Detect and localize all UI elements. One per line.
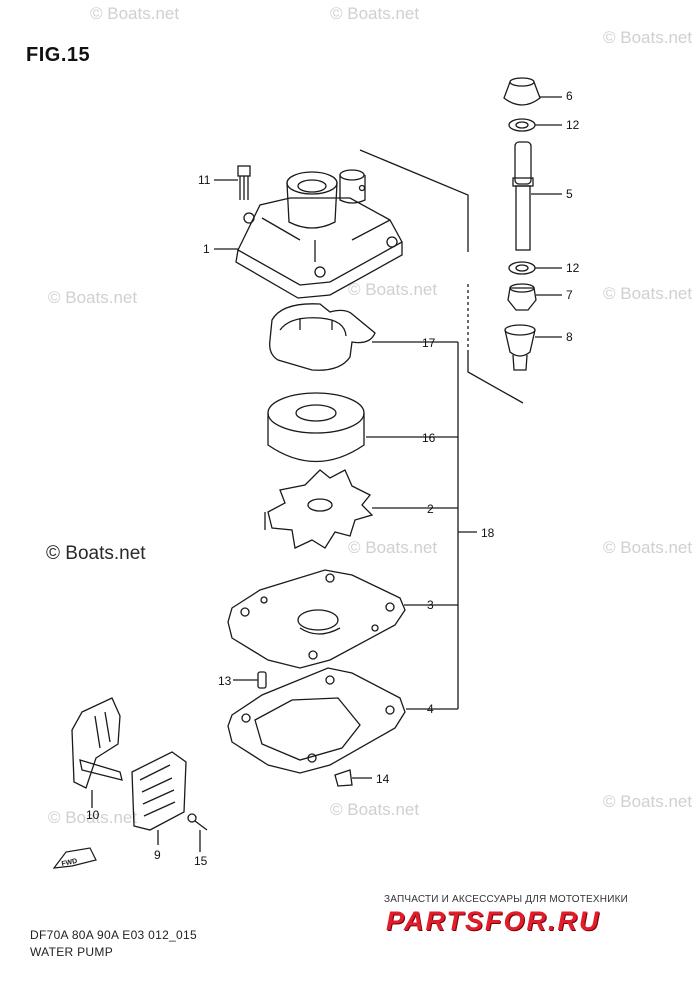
part-number: 4 [427, 702, 434, 716]
part-number: 12 [566, 261, 580, 275]
watermark: © Boats.net [48, 808, 138, 827]
grommet-top-part [503, 77, 541, 106]
part-number: 5 [566, 187, 573, 201]
plate-part [227, 569, 406, 669]
water-tube-part [512, 141, 534, 251]
figure-title: FIG.15 [26, 44, 91, 66]
pump-housing-part [235, 169, 403, 299]
gasket-part [227, 667, 406, 774]
screw-part [187, 813, 208, 831]
brand-tagline: ЗАПЧАСТИ И АКСЕССУАРЫ ДЛЯ МОТОТЕХНИКИ [384, 894, 629, 905]
watermark: © Boats.net [603, 28, 693, 47]
part-number: 8 [566, 330, 573, 344]
assembly-bracket-line [359, 149, 469, 252]
part-number: 10 [86, 808, 100, 822]
footer-code: DF70A 80A 90A E03 012_015 [30, 928, 197, 942]
seal-ring-part [508, 261, 536, 275]
watermark: © Boats.net [330, 800, 420, 819]
watermark: © Boats.net [348, 538, 438, 557]
part-number: 16 [422, 431, 436, 445]
impeller-part [264, 469, 374, 549]
part-number: 18 [481, 526, 495, 540]
part-number: 11 [198, 173, 211, 187]
part-number: 17 [422, 336, 436, 350]
grommet-lower-part [507, 283, 537, 311]
part-number: 3 [427, 598, 434, 612]
watermark: © Boats.net [348, 280, 438, 299]
footer-name: WATER PUMP [30, 945, 113, 959]
watermark: © Boats.net [90, 4, 180, 23]
watermark: © Boats.net [330, 4, 420, 23]
sleeve-part [504, 324, 536, 371]
seal-ring-part [508, 118, 536, 132]
fwd-arrow-icon [52, 847, 97, 869]
watermark: © Boats.net [603, 538, 693, 557]
fwd-label: FWD [61, 858, 78, 868]
part-number: 15 [194, 854, 208, 868]
part-number: 6 [566, 89, 573, 103]
part-number: 12 [566, 118, 580, 132]
impeller-housing-part [267, 392, 365, 463]
part-number: 2 [427, 502, 434, 516]
key-part [334, 769, 353, 787]
watermark: © Boats.net [603, 792, 693, 811]
part-number: 13 [218, 674, 232, 688]
bolt-part [237, 165, 251, 200]
liner-part [269, 303, 376, 371]
assembly-bracket-line [467, 352, 524, 404]
cover-plate-part [131, 751, 187, 831]
part-number: 14 [376, 772, 390, 786]
watermark: © Boats.net [46, 543, 146, 564]
watermark: © Boats.net [603, 284, 693, 303]
bracket-part [71, 697, 123, 789]
watermark: © Boats.net [48, 288, 138, 307]
part-number: 7 [566, 288, 573, 302]
brand-logo[interactable]: PARTSFOR.RU [386, 906, 601, 936]
dowel-pin-part [257, 671, 267, 689]
part-number: 1 [203, 242, 210, 256]
part-number: 9 [154, 848, 161, 862]
